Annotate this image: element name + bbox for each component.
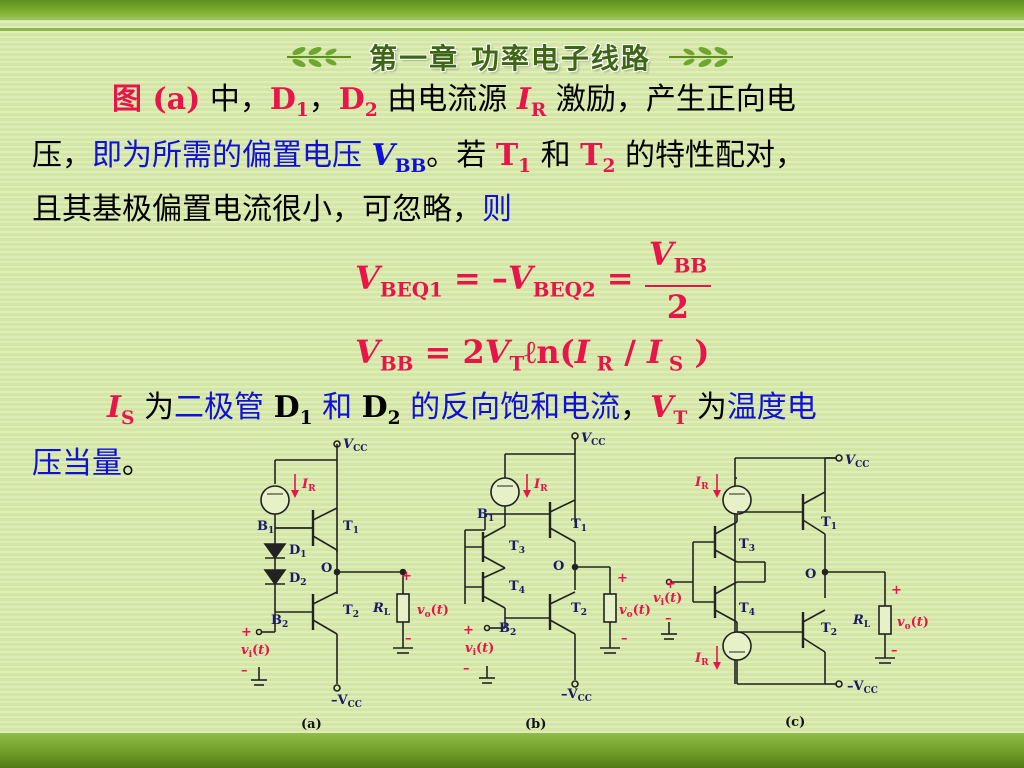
left-leaf-icon [287,46,352,68]
svg-text:VCC: VCC [845,453,869,470]
circuit-a [251,440,413,692]
circuit-diagrams: VCC VCC VCC –VCC –VCC –VCC IR IR IR IR B… [241,431,929,732]
svg-text:T4: T4 [739,601,755,618]
current-arrows [291,474,721,670]
chapter-title: 第一章 功率电子线路 [369,42,651,75]
svg-text:IR: IR [694,651,709,668]
para1-line3: 且其基极偏置电流很小，可忽略，则 [32,192,512,227]
svg-text:B1: B1 [257,519,274,536]
svg-text:T3: T3 [739,537,755,554]
svg-text:IR: IR [533,477,548,494]
svg-text:+: + [891,583,902,598]
para1-line2: 压，即为所需的偏置电压 VBB。若 T1 和 T2 的特性配对， [32,138,805,177]
svg-text:O: O [805,567,816,582]
svg-text:vi(t): vi(t) [241,643,270,660]
svg-text:IR: IR [694,475,709,492]
svg-text:vo(t): vo(t) [897,615,929,632]
svg-text:D1: D1 [289,543,307,560]
svg-text:O: O [321,561,332,576]
svg-text:T2: T2 [821,621,837,638]
bottom-bar [0,733,1024,768]
top-bar [0,0,1024,20]
right-leaf-icon [668,46,733,68]
svg-text:–VCC: –VCC [331,693,362,710]
svg-text:B2: B2 [499,621,516,638]
svg-text:O: O [553,559,564,574]
caption-b: (b) [525,717,546,732]
svg-text:T4: T4 [509,579,525,596]
svg-text:VCC: VCC [581,431,605,448]
caption-c: (c) [785,715,805,730]
load-resistor-icon [603,593,617,623]
diode-d2-icon [263,569,287,586]
current-source-icon [722,631,752,661]
svg-text:–: – [621,631,628,646]
current-source-icon [490,477,520,507]
svg-text:T1: T1 [343,519,359,536]
circuit-c [661,454,895,688]
svg-text:–VCC: –VCC [847,679,878,696]
load-resistor-icon [396,593,410,623]
svg-text:vo(t): vo(t) [619,603,651,620]
svg-text:VCC: VCC [343,437,367,454]
svg-text:–: – [241,663,248,678]
svg-text:–: – [463,661,470,676]
para2-line1: IS 为二极管 D1 和 D2 的反向饱和电流，VT 为温度电 [107,390,817,429]
diode-d1-icon [263,543,287,560]
svg-text:RL: RL [372,601,391,618]
svg-text:B2: B2 [271,613,288,630]
current-source-icon [722,485,752,515]
equation-vbeq: VBEQ1 = –VBEQ2 = VBB 2 [355,234,712,327]
svg-text:B1: B1 [477,507,494,524]
svg-text:+: + [665,577,676,592]
svg-text:vi(t): vi(t) [465,641,494,658]
svg-text:T2: T2 [343,603,359,620]
svg-text:T1: T1 [571,517,587,534]
svg-text:IR: IR [301,477,316,494]
svg-text:–VCC: –VCC [561,687,592,704]
svg-text:+: + [617,571,628,586]
svg-text:vo(t): vo(t) [417,603,449,620]
svg-text:D2: D2 [289,571,307,588]
svg-text:T2: T2 [571,601,587,618]
current-source-icon [260,485,290,515]
caption-a: (a) [301,717,322,732]
chapter-header: 第一章 功率电子线路 [270,34,750,80]
svg-text:RL: RL [852,613,871,630]
fraction-vbb-over-2: VBB 2 [644,234,712,327]
svg-text:+: + [401,569,412,584]
figure-ref: 图 (a) [112,82,201,117]
svg-text:T1: T1 [821,515,837,532]
svg-text:+: + [463,623,474,638]
para1-line1: 图 (a) 中，D1，D2 由电流源 IR 激励，产生正向电 [112,82,796,121]
para2-line2: 压当量。 [32,446,152,481]
top-bar-line [0,28,1024,31]
equation-vbb: VBB = 2VTℓn(I R / I S ) [355,333,710,376]
svg-text:–: – [891,643,898,658]
svg-text:–: – [665,611,672,626]
circuit-b [464,432,620,688]
svg-text:–: – [405,631,412,646]
svg-text:vi(t): vi(t) [653,591,682,608]
load-resistor-icon [878,605,892,635]
svg-text:+: + [241,625,252,640]
svg-text:T3: T3 [509,539,525,556]
